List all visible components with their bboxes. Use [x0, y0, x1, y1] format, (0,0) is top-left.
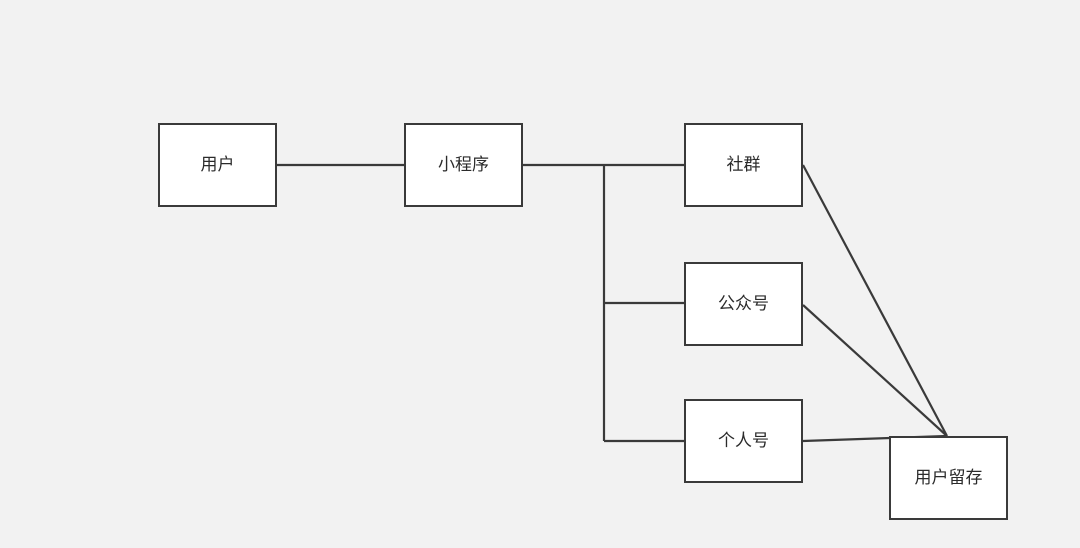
- node-user-retention-label: 用户留存: [915, 468, 983, 488]
- node-mini-program-label: 小程序: [438, 155, 489, 175]
- node-user: 用户: [158, 123, 277, 207]
- node-user-label: 用户: [201, 155, 235, 175]
- node-user-retention: 用户留存: [889, 436, 1008, 520]
- node-official-account: 公众号: [684, 262, 803, 346]
- edge-community-to-retention: [802, 164, 948, 437]
- edge-official-account-to-retention: [802, 304, 948, 437]
- node-community: 社群: [684, 123, 803, 207]
- node-community-label: 社群: [727, 155, 761, 175]
- node-personal-account-label: 个人号: [718, 431, 769, 451]
- node-personal-account: 个人号: [684, 399, 803, 483]
- node-mini-program: 小程序: [404, 123, 523, 207]
- edges: [276, 163, 948, 443]
- node-official-account-label: 公众号: [718, 294, 769, 314]
